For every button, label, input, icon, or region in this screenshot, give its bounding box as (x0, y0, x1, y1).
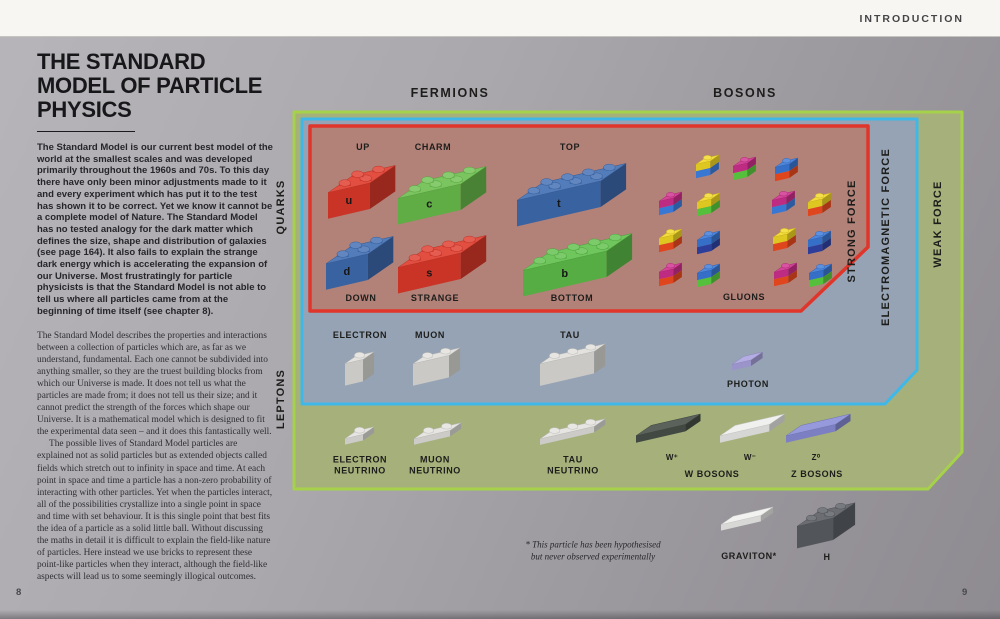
z-zero-label: Z⁰ (811, 452, 821, 462)
svg-text:c: c (426, 198, 432, 210)
muon-brick (410, 341, 464, 394)
gluon-7-brick (805, 187, 834, 225)
w-plus-label: W⁺ (665, 452, 679, 462)
graviton-label: GRAVITON* (721, 550, 777, 561)
muon-neutrino-brick (411, 416, 465, 453)
body-paragraph-2: The possible lives of Standard Model par… (37, 439, 273, 583)
gluon-5-brick (694, 187, 723, 225)
strange-label: STRANGE (410, 292, 460, 303)
photon-label: PHOTON (727, 378, 769, 389)
top-label: TOP (559, 141, 581, 152)
page-title: THE STANDARD MODEL OF PARTICLE PHYSICS (37, 49, 263, 122)
lead-paragraph: The Standard Model is our current best m… (37, 142, 273, 317)
gluon-10-brick (770, 222, 799, 260)
up-label: UP (356, 141, 370, 152)
strange-brick: s (395, 228, 490, 302)
electron-label: ELECTRON (332, 329, 388, 340)
svg-text:u: u (346, 195, 353, 207)
bottom-label: BOTTOM (550, 292, 594, 303)
down-brick: d (323, 229, 397, 298)
gluon-11-brick (805, 225, 834, 263)
photon-brick (729, 347, 766, 379)
body-paragraph-1: The Standard Model describes the propert… (37, 330, 272, 438)
leptons-row-label: LEPTONS (275, 368, 287, 430)
gluon-6-brick (769, 185, 798, 223)
fermions-header: FERMIONS (410, 86, 490, 100)
bottom-brick: b (520, 226, 636, 305)
top-header-bar: INTRODUCTION (0, 0, 1000, 37)
up-brick: u (325, 158, 399, 227)
gluon-2-brick (730, 151, 759, 189)
w-minus-boson-brick (717, 409, 788, 451)
weak-force-label: WEAK FORCE (932, 180, 944, 268)
higgs-label: H (823, 551, 831, 562)
gluon-15-brick (806, 258, 835, 296)
page-number-right: 9 (962, 587, 968, 598)
down-label: DOWN (345, 292, 377, 303)
gluon-4-brick (656, 186, 685, 224)
tau-brick (537, 337, 609, 394)
svg-text:d: d (344, 266, 351, 278)
gluon-3-brick (772, 152, 801, 190)
z-bosons-group-label: Z BOSONS (791, 468, 843, 479)
tau-neutrino-brick (537, 412, 609, 453)
quarks-row-label: QUARKS (275, 179, 287, 235)
footnote: * This particle has been hypothesised bu… (525, 539, 661, 562)
higgs-brick (794, 496, 859, 557)
bosons-header: BOSONS (713, 86, 777, 100)
gluon-9-brick (694, 225, 723, 263)
strong-force-label: STRONG FORCE (846, 179, 858, 283)
electron-neutrino-brick (342, 420, 378, 453)
gluons-label: GLUONS (722, 291, 766, 302)
top-brick: t (514, 156, 630, 235)
svg-text:s: s (426, 267, 432, 279)
w-plus-boson-brick (633, 409, 704, 451)
gluon-12-brick (656, 257, 685, 295)
gluon-14-brick (771, 257, 800, 295)
w-bosons-group-label: W BOSONS (684, 468, 740, 479)
title-rule (37, 131, 135, 132)
page-number-left: 8 (16, 587, 22, 598)
gluon-1-brick (693, 149, 722, 187)
tau-label: TAU (560, 329, 580, 340)
z-zero-boson-brick (783, 409, 854, 451)
svg-text:b: b (562, 268, 569, 280)
electromagnetic-force-label: ELECTROMAGNETIC FORCE (880, 148, 892, 326)
w-minus-label: W⁻ (743, 452, 757, 462)
muon-label: MUON (415, 329, 445, 340)
svg-text:t: t (557, 198, 561, 210)
article-column: THE STANDARD MODEL OF PARTICLE PHYSICS T… (37, 50, 275, 584)
graviton-brick (718, 502, 777, 539)
gluon-13-brick (694, 258, 723, 296)
charm-brick: c (395, 159, 490, 233)
electron-brick (342, 345, 378, 394)
charm-label: CHARM (414, 141, 452, 152)
gluon-8-brick (656, 223, 685, 261)
section-header: INTRODUCTION (859, 13, 964, 25)
